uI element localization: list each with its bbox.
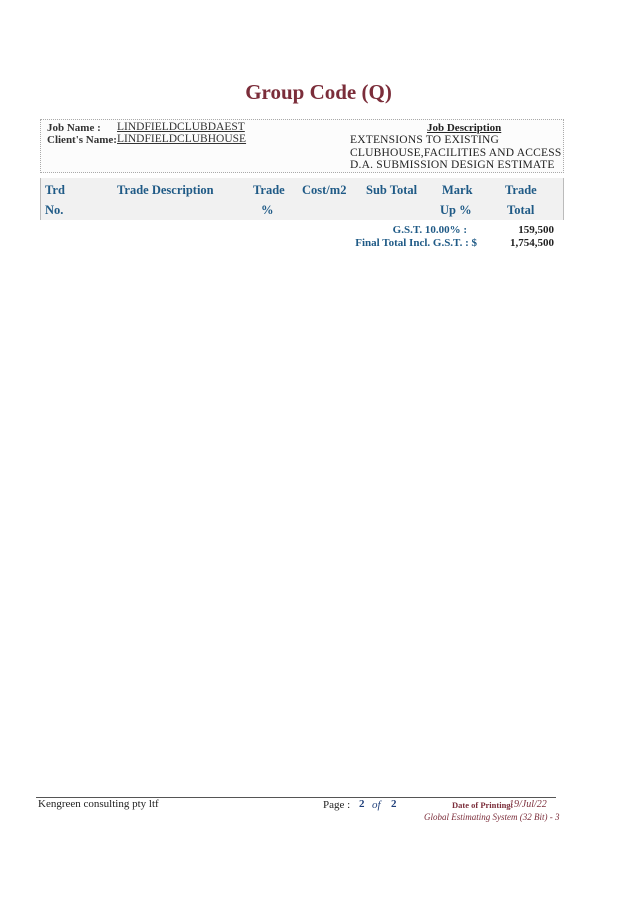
page-label: Page : bbox=[323, 799, 351, 811]
col-trade: Trade bbox=[253, 183, 285, 197]
job-name-value: LINDFIELDCLUBDAEST bbox=[117, 121, 245, 133]
col-total: Total bbox=[507, 203, 535, 217]
col-trade-description: Trade Description bbox=[117, 183, 214, 197]
col-trd: Trd bbox=[45, 183, 65, 197]
final-total-label: Final Total Incl. G.S.T. : $ bbox=[355, 237, 477, 249]
page-total: 2 bbox=[391, 798, 397, 810]
date-label: Date of Printing: bbox=[452, 800, 514, 810]
job-description-label: Job Description bbox=[427, 122, 502, 134]
final-total-value: 1,754,500 bbox=[510, 237, 554, 249]
col-cost-m2: Cost/m2 bbox=[302, 183, 347, 197]
job-info-box: Job Name : LINDFIELDCLUBDAEST Client's N… bbox=[40, 119, 564, 173]
job-name-label: Job Name : bbox=[47, 122, 101, 134]
page-of: of bbox=[372, 799, 381, 811]
page-number: 2 bbox=[359, 798, 365, 810]
gst-value: 159,500 bbox=[518, 224, 554, 236]
date-value: 19/Jul/22 bbox=[509, 799, 547, 810]
gst-label: G.S.T. 10.00% : bbox=[392, 224, 467, 236]
page-title: Group Code (Q) bbox=[245, 80, 392, 104]
table-header: Trd No. Trade Description Trade % Cost/m… bbox=[40, 178, 564, 220]
col-up-pct: Up % bbox=[440, 203, 472, 217]
company-name: Kengreen consulting pty ltf bbox=[38, 798, 159, 810]
col-trade-total: Trade bbox=[505, 183, 537, 197]
col-mark: Mark bbox=[442, 183, 473, 197]
job-description-line: D.A. SUBMISSION DESIGN ESTIMATE bbox=[350, 159, 555, 171]
system-name: Global Estimating System (32 Bit) - 3 bbox=[424, 812, 560, 822]
job-description-line: CLUBHOUSE,FACILITIES AND ACCESS bbox=[350, 147, 562, 159]
job-description-line: EXTENSIONS TO EXISTING bbox=[350, 134, 499, 146]
col-trade-percent: % bbox=[261, 203, 274, 217]
col-no: No. bbox=[45, 203, 64, 217]
col-sub-total: Sub Total bbox=[366, 183, 418, 197]
footer-divider bbox=[36, 797, 556, 798]
client-name-value: LINDFIELDCLUBHOUSE bbox=[117, 133, 247, 145]
client-name-label: Client's Name: bbox=[47, 134, 117, 146]
